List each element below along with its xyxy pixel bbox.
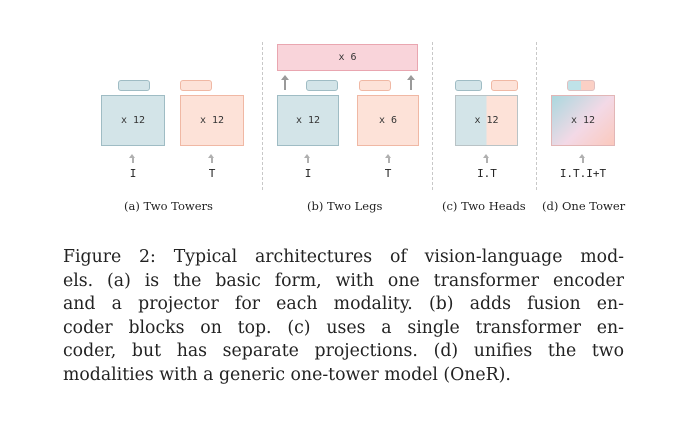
block-label: x 12: [199, 115, 225, 126]
arrow-up-icon: [407, 75, 415, 90]
shared-input-label: I.T: [477, 167, 497, 180]
arrow-up-icon: [385, 154, 392, 163]
arrow-up-icon: [129, 154, 136, 163]
text-encoder-block: x 6: [357, 95, 419, 146]
panel-separator: [262, 42, 263, 190]
panel-separator: [536, 42, 537, 190]
image-projector: [118, 80, 150, 91]
caption-line: modalities with a generic one-tower mode…: [63, 364, 511, 385]
caption-line: els. (a) is the basic form, with one tra…: [63, 270, 624, 291]
subcaption-c: (c) Two Heads: [442, 199, 526, 213]
image-input-label: I: [129, 167, 137, 180]
one-tower-input-label: I.T.I+T: [559, 167, 607, 180]
block-label: x 12: [295, 115, 321, 126]
fusion-encoder-block: x 6: [277, 44, 418, 71]
shared-encoder-block: x 12: [455, 95, 518, 146]
panel-separator: [432, 42, 433, 190]
caption-line: coder, but has separate projections. (d)…: [63, 341, 624, 361]
image-input-label: I: [304, 167, 312, 180]
arrow-up-icon: [208, 154, 215, 163]
arrow-up-icon: [579, 154, 586, 163]
caption-line: and a projector for each modality. (b) a…: [63, 294, 624, 314]
unified-projector: [567, 80, 595, 91]
subcaption-a: (a) Two Towers: [124, 199, 213, 213]
block-label: x 12: [570, 115, 596, 126]
text-projector: [491, 80, 518, 91]
subcaption-b: (b) Two Legs: [307, 199, 383, 213]
image-projector: [455, 80, 482, 91]
block-label: x 6: [378, 115, 398, 126]
image-encoder-block: x 12: [101, 95, 165, 146]
image-projector: [306, 80, 338, 91]
subcaption-d: (d) One Tower: [542, 199, 626, 213]
arrow-up-icon: [281, 75, 289, 90]
one-tower-encoder-block: x 12: [551, 95, 615, 146]
arrow-up-icon: [304, 154, 311, 163]
text-projector: [359, 80, 391, 91]
caption-line: Figure 2: Typical architectures of visio…: [63, 247, 624, 267]
figure-caption: Figure 2: Typical architectures of visio…: [63, 246, 624, 387]
text-encoder-block: x 12: [180, 95, 244, 146]
block-label: x 12: [120, 115, 146, 126]
text-projector: [180, 80, 212, 91]
arrow-up-icon: [483, 154, 490, 163]
block-label: x 6: [338, 52, 357, 63]
block-label: x 12: [474, 115, 499, 126]
image-encoder-block: x 12: [277, 95, 339, 146]
text-input-label: T: [384, 167, 392, 180]
caption-line: coder blocks on top. (c) uses a single t…: [63, 317, 624, 338]
text-input-label: T: [208, 167, 216, 180]
